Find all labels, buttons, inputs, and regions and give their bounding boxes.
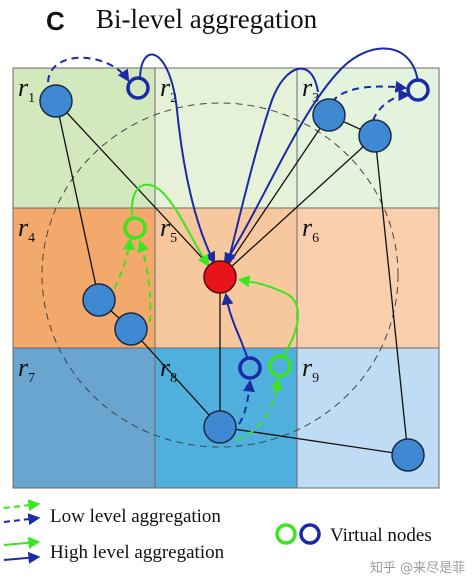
arrow-r8-virtual-to-center [221,292,249,361]
graph-nodes [39,84,425,472]
edge [130,328,221,428]
arrow-r8-to-r9-virtual [236,377,283,441]
arrow-r3-to-center [223,47,419,266]
arrow-r3-virtual-to-center [224,67,319,266]
edge [219,114,330,278]
virtual-nodes [123,76,430,380]
region-label-r6: r6 [302,213,319,246]
node-r3-a [312,98,346,132]
legend-low-level-label: Low level aggregation [50,506,221,527]
node-r4-a [82,283,116,317]
high-level-blue-arrows [139,47,419,361]
virtual-node-r2 [126,76,150,100]
legend-low-green-arrow [3,499,41,512]
edge [55,100,100,301]
node-r9 [391,438,425,472]
watermark: 知乎 @来尽是菲 [370,560,465,576]
high-level-green-arrows [130,183,299,357]
region-label-r5: r5 [160,213,177,246]
region-r2 [154,67,298,209]
node-r1 [39,84,73,118]
arrow-r4-to-virtual-b [137,239,152,323]
region-r7 [12,347,156,489]
region-label-r9: r9 [302,353,319,386]
arrow-r3-to-virtual-a [331,80,408,103]
legend-low-blue-arrow [3,513,41,526]
legend-virtual-nodes-label: Virtual nodes [330,525,432,546]
panel-letter: C [46,6,65,36]
diagram-title: Bi-level aggregation [96,4,318,34]
region-label-r2: r2 [160,73,177,106]
legend-high-blue-arrow [3,551,41,564]
arrow-r1-to-virtual [47,56,130,83]
arrow-r4-virtual-to-center [130,183,210,268]
region-r6 [296,207,440,349]
node-r4-b [114,312,148,346]
legend-high-level-label: High level aggregation [50,542,225,563]
legend: Low level aggregation High level aggrega… [3,499,432,564]
neighborhood-circle [41,102,399,448]
legend-high-green-arrow [3,536,41,549]
virtual-node-r9 [268,354,292,378]
region-label-r7: r7 [18,353,35,386]
virtual-node-r4 [123,216,147,240]
node-r8 [203,410,237,444]
edge [219,135,376,278]
region-r1 [12,67,156,209]
region-label-r3: r3 [302,73,319,106]
arrow-r9-virtual-to-center [237,275,299,357]
arrow-r2-to-center [139,53,216,265]
region-label-r4: r4 [18,213,35,246]
node-r3-b [358,119,392,153]
center-node [203,260,237,294]
region-label-r1: r1 [18,73,35,106]
edge [374,135,409,456]
virtual-node-r3 [406,78,430,102]
legend-blue-virtual-node [299,523,321,545]
legend-green-virtual-node [275,523,297,545]
virtual-node-r8 [238,356,262,380]
region-grid [12,67,440,489]
